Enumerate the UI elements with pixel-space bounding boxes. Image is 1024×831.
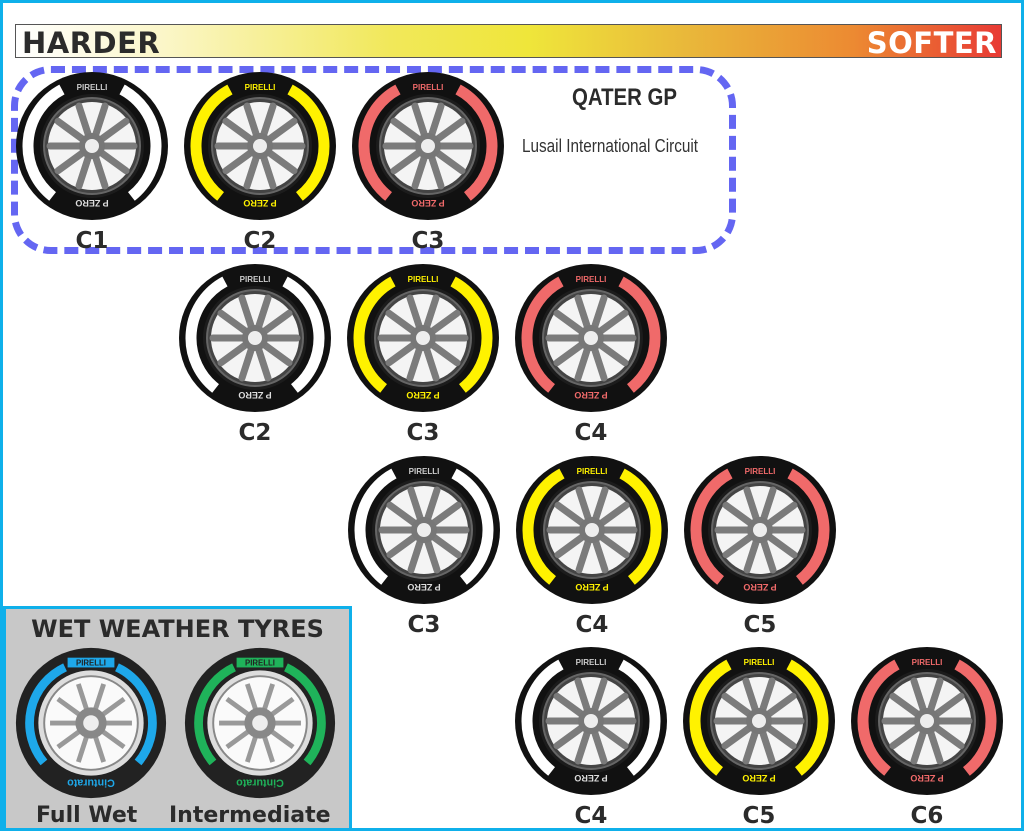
svg-text:PIRELLI: PIRELLI	[744, 658, 775, 667]
svg-text:Cinturato: Cinturato	[236, 777, 284, 789]
svg-text:PIRELLI: PIRELLI	[76, 658, 106, 667]
hardness-scale-bar: HARDER SOFTER	[15, 24, 1002, 60]
compound-label: C5	[742, 803, 776, 829]
selected-compounds-highlight	[11, 66, 736, 254]
svg-text:P ZERO: P ZERO	[411, 198, 444, 208]
tyre-icon-c3-soft: PIRELLI P ZERO	[350, 70, 506, 222]
svg-text:P ZERO: P ZERO	[742, 773, 775, 783]
tyre-icon-c4-hard: PIRELLI P ZERO	[513, 645, 669, 797]
tyre-icon-c6-soft: PIRELLI P ZERO	[849, 645, 1005, 797]
compound-label: C4	[574, 803, 608, 829]
tyre-icon-c1-hard: PIRELLI P ZERO	[14, 70, 170, 222]
svg-text:P ZERO: P ZERO	[406, 390, 439, 400]
event-title: QATER GP	[572, 84, 678, 111]
tyre-icon-c5-soft: PIRELLI P ZERO	[682, 454, 838, 606]
compound-label: C4	[574, 420, 608, 446]
svg-text:PIRELLI: PIRELLI	[413, 83, 444, 92]
svg-text:PIRELLI: PIRELLI	[245, 83, 276, 92]
svg-text:PIRELLI: PIRELLI	[77, 83, 108, 92]
svg-text:Cinturato: Cinturato	[67, 777, 115, 789]
intermediate-label: Intermediate	[169, 803, 331, 828]
svg-text:PIRELLI: PIRELLI	[577, 467, 608, 476]
svg-text:P ZERO: P ZERO	[743, 582, 776, 592]
compound-label: C3	[406, 420, 440, 446]
svg-text:P ZERO: P ZERO	[910, 773, 943, 783]
compound-label: C3	[407, 612, 441, 638]
svg-text:P ZERO: P ZERO	[575, 582, 608, 592]
wet-weather-panel: WET WEATHER TYRES PIRELLI Cinturato PIRE…	[3, 606, 352, 828]
svg-text:PIRELLI: PIRELLI	[912, 658, 943, 667]
tyre-icon-c3-medium: PIRELLI P ZERO	[345, 262, 501, 414]
intermediate-tyre-icon: PIRELLI Cinturato	[180, 645, 340, 801]
svg-text:P ZERO: P ZERO	[243, 198, 276, 208]
svg-text:PIRELLI: PIRELLI	[576, 658, 607, 667]
full-wet-tyre-icon: PIRELLI Cinturato	[11, 645, 171, 801]
scale-harder-label: HARDER	[22, 26, 161, 60]
svg-text:PIRELLI: PIRELLI	[240, 275, 271, 284]
svg-text:PIRELLI: PIRELLI	[245, 658, 275, 667]
compound-label: C5	[743, 612, 777, 638]
compound-label: C1	[75, 228, 109, 254]
compound-label: C4	[575, 612, 609, 638]
scale-softer-label: SOFTER	[866, 26, 997, 60]
tyre-icon-c2-medium: PIRELLI P ZERO	[182, 70, 338, 222]
tyre-icon-c3-hard: PIRELLI P ZERO	[346, 454, 502, 606]
svg-text:P ZERO: P ZERO	[574, 390, 607, 400]
svg-text:PIRELLI: PIRELLI	[408, 275, 439, 284]
svg-text:PIRELLI: PIRELLI	[576, 275, 607, 284]
compound-label: C3	[411, 228, 445, 254]
tyre-icon-c5-medium: PIRELLI P ZERO	[681, 645, 837, 797]
svg-text:P ZERO: P ZERO	[574, 773, 607, 783]
compound-label: C2	[238, 420, 272, 446]
svg-text:PIRELLI: PIRELLI	[409, 467, 440, 476]
event-circuit: Lusail International Circuit	[522, 136, 699, 156]
compound-label: C2	[243, 228, 277, 254]
tyre-icon-c4-soft: PIRELLI P ZERO	[513, 262, 669, 414]
svg-text:P ZERO: P ZERO	[407, 582, 440, 592]
svg-text:PIRELLI: PIRELLI	[745, 467, 776, 476]
tyre-icon-c4-medium: PIRELLI P ZERO	[514, 454, 670, 606]
wet-weather-title: WET WEATHER TYRES	[31, 615, 324, 643]
svg-text:P ZERO: P ZERO	[238, 390, 271, 400]
full-wet-label: Full Wet	[36, 803, 138, 828]
tyre-icon-c2-hard: PIRELLI P ZERO	[177, 262, 333, 414]
compound-label: C6	[910, 803, 944, 829]
svg-text:P ZERO: P ZERO	[75, 198, 108, 208]
